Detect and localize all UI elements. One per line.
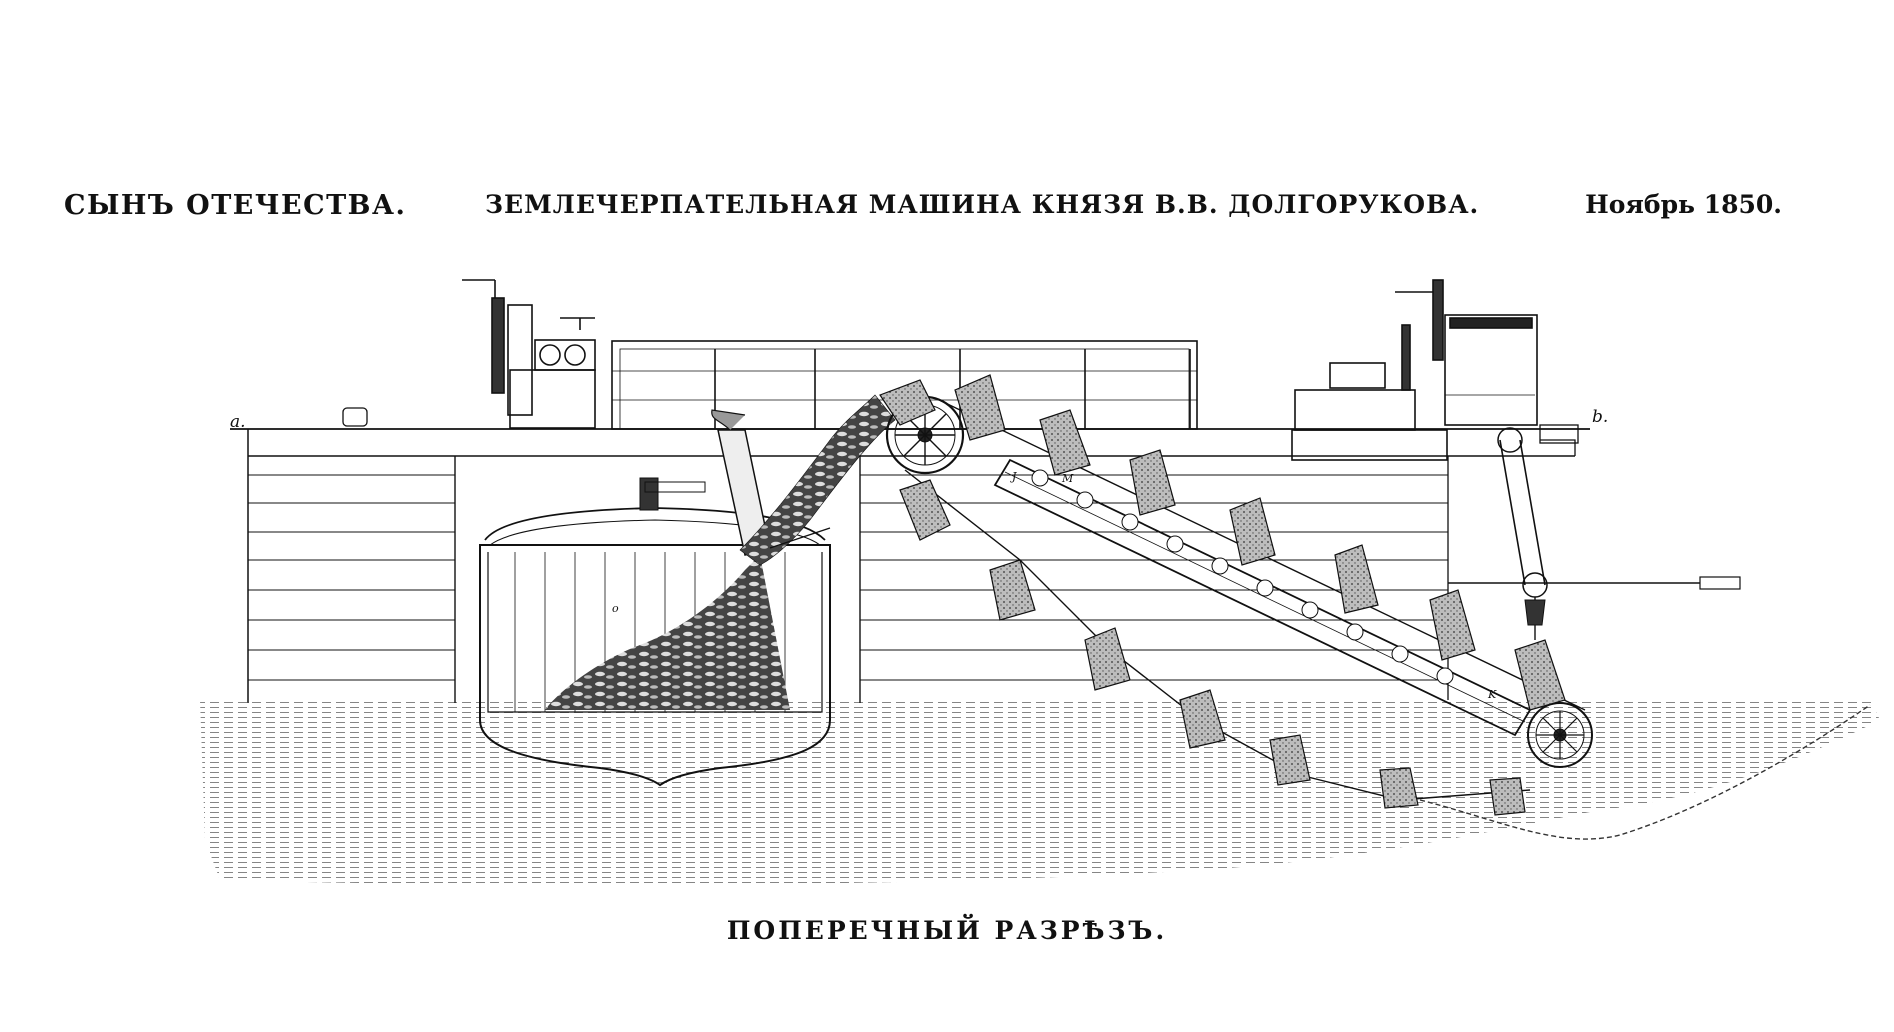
bucket-ladder [993,458,1532,737]
upper-bucket-chain [879,374,1586,711]
label-k: K [1487,688,1497,701]
journal-title: СЫНЪ ОТЕЧЕСТВА. [64,190,407,221]
discharge-chute [711,394,896,566]
section-caption: ПОПЕРЕЧНЫЙ РАЗРѢЗЪ. [726,916,1168,945]
left-winch [462,279,596,429]
label-a: a. [230,412,246,432]
lower-bucket-chain [899,469,1531,816]
issue-date: Ноябрь 1850. [1585,190,1782,219]
hull-planking [248,474,1448,681]
plate-title: ЗЕМЛЕЧЕРПАТЕЛЬНАЯ МАШИНА КНЯЗЯ В.В. ДОЛГ… [485,190,1480,219]
water-area [200,700,1880,886]
label-b: b. [1592,407,1608,427]
label-m: M [1061,472,1074,485]
bottom-tumbler-wheel [1527,702,1593,768]
label-o: o [612,602,619,615]
right-winch [1291,279,1538,461]
label-j: J [1010,470,1017,483]
hull-body [230,407,1741,703]
suspension-link [1497,427,1548,640]
